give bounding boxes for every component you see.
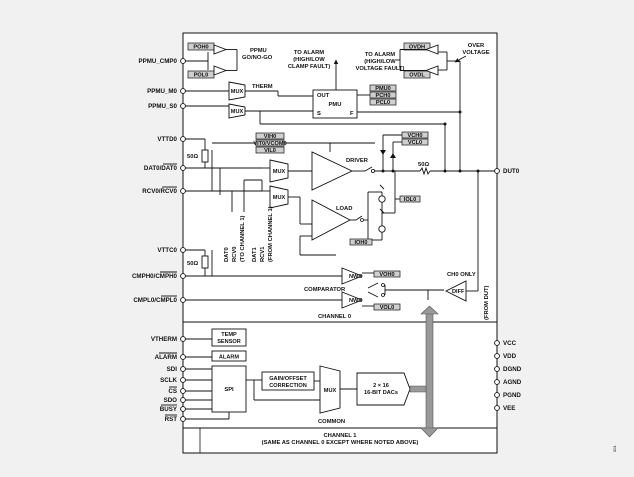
pmu-f-label: F: [350, 111, 354, 117]
channel0-label: CHANNEL 0: [318, 314, 351, 320]
temp-label-2: SENSOR: [217, 339, 241, 345]
pin-ppmu-s0: PPMU_S0: [148, 103, 177, 110]
alarm-box-label: ALARM: [219, 355, 240, 361]
channel1-label: CHANNEL 1: [323, 433, 357, 439]
over-voltage-2: VOLTAGE: [462, 50, 489, 56]
reg-ioh0: IOH0: [354, 240, 367, 246]
driver-label: DRIVER: [346, 158, 369, 164]
pin-sclk: SCLK: [160, 377, 177, 384]
rot-rcv1: RCV1: [260, 246, 266, 262]
reg-poh0: POH0: [193, 45, 208, 51]
channel1-note: (SAME AS CHANNEL 0 EXCEPT WHERE NOTED AB…: [262, 440, 419, 446]
pin-rcv0: RCV0/RCV0: [142, 188, 177, 195]
rot-rcv0: RCV0: [232, 247, 238, 262]
pin-ppmu-m0: PPMU_M0: [147, 88, 177, 95]
mux-driver-label: MUX: [273, 169, 286, 175]
mux-receiver-label: MUX: [273, 195, 286, 201]
pin-pgnd: PGND: [503, 392, 521, 399]
to-alarm-clamp-1: TO ALARM: [294, 50, 324, 56]
reg-vih0: VIH0: [264, 134, 276, 140]
pin-dut0: DUT0: [503, 168, 520, 175]
pmu-out-label: OUT: [317, 93, 330, 99]
reg-pol0: POL0: [194, 73, 209, 79]
ppmu-gonogo-label-2: GO/NO-GO: [242, 55, 273, 61]
nwc-high-label: NWC: [349, 274, 362, 280]
reg-vol0: VOL0: [380, 305, 395, 311]
pin-dgnd: DGND: [503, 366, 522, 373]
pin-vdd: VDD: [503, 353, 517, 360]
pin-vtherm: VTHERM: [151, 336, 177, 343]
pmu-name: PMU: [329, 102, 342, 108]
dac-block: [356, 372, 411, 406]
gain-label-1: GAIN/OFFSET: [269, 376, 307, 382]
spi-label: SPI: [224, 387, 234, 393]
dac-bus-arrow: [425, 311, 434, 431]
to-alarm-clamp-3: CLAMP FAULT): [288, 64, 330, 70]
reg-vcl0: VCL0: [408, 140, 422, 146]
comparator-label: COMPARATOR: [304, 287, 346, 293]
figure-number: 001: [612, 445, 617, 452]
dac-label-1: 2 × 16: [373, 383, 389, 389]
pin-vee: VEE: [503, 405, 515, 412]
pin-vttc0: VTTC0: [157, 247, 177, 254]
mux-common-label: MUX: [324, 388, 337, 394]
pin-ppmu-cmp0: PPMU_CMP0: [138, 58, 177, 65]
common-label: COMMON: [318, 419, 345, 425]
pin-agnd: AGND: [503, 379, 522, 386]
diff-label: DIFF: [452, 289, 465, 295]
right-pin-circles: [494, 168, 500, 411]
driver-amplifier: [311, 151, 354, 191]
to-alarm-voltage-3: VOLTAGE FAULT): [356, 66, 405, 72]
mux-ppmu-label: MUX: [231, 89, 244, 95]
ch0-only-label: CH0 ONLY: [447, 272, 476, 278]
reg-ovdl: OVDL: [409, 73, 425, 79]
reg-vit0: VIT0/VCOM0: [253, 141, 286, 147]
rot-dat1: DAT1: [252, 247, 258, 262]
pin-busy: BUSY: [160, 406, 178, 413]
left-pin-circles: [180, 58, 186, 422]
over-voltage-1: OVER: [468, 43, 485, 49]
res-50-vttd: 50Ω: [187, 154, 198, 160]
pin-alarm: ALARM: [155, 354, 177, 361]
reg-pch0: PCH0: [376, 93, 391, 99]
rot-to-ch1: (TO CHANNEL 1): [240, 215, 246, 262]
nwc-low-label: NWC: [349, 298, 362, 304]
to-alarm-clamp-2: (HIGH/LOW: [293, 57, 325, 63]
pin-cmph0: CMPH0/CMPH0: [132, 273, 178, 280]
reg-ovdh: OVDH: [409, 45, 425, 51]
res-50-driver: 50Ω: [418, 162, 429, 168]
load-amplifier: [311, 199, 351, 241]
pin-vcc: VCC: [503, 340, 517, 347]
therm-label: THERM: [252, 84, 273, 90]
gain-label-2: CORRECTION: [269, 383, 307, 389]
pmu-block: [312, 89, 358, 119]
temp-label-1: TEMP: [221, 332, 237, 338]
reg-vch0: VCH0: [408, 133, 423, 139]
res-50-vttc: 50Ω: [187, 261, 198, 267]
pin-cs: CS: [168, 388, 177, 395]
dac-label-2: 16-BIT DACs: [364, 390, 398, 396]
to-alarm-voltage-1: TO ALARM: [365, 52, 395, 58]
reg-voh0: VOH0: [379, 272, 394, 278]
pin-rst: RST: [165, 416, 178, 423]
pin-dat0: DAT0/DAT0: [144, 165, 178, 172]
from-dut-label: (FROM DUT): [484, 285, 490, 320]
pin-vttd0: VTTD0: [157, 136, 177, 143]
reg-pmu0: PMU0: [375, 86, 391, 92]
channel1-block: [199, 427, 498, 454]
pin-cmpl0: CMPL0/CMPL0: [133, 297, 177, 304]
reg-vil0: VIL0: [264, 148, 276, 154]
reg-iol0: IOL0: [404, 197, 416, 203]
pin-sdi: SDI: [167, 366, 178, 373]
pmu-s-label: S: [317, 111, 321, 117]
rot-from-ch1: (FROM CHANNEL 1): [268, 206, 274, 262]
rot-dat0: DAT0: [224, 247, 230, 262]
pin-sdo: SDO: [164, 397, 178, 404]
ppmu-gonogo-label-1: PPMU: [250, 48, 267, 54]
load-label: LOAD: [336, 206, 352, 212]
mux-ppmu-sense-label: MUX: [231, 109, 244, 115]
to-alarm-voltage-2: (HIGH/LOW: [364, 59, 396, 65]
reg-pcl0: PCL0: [376, 100, 390, 106]
